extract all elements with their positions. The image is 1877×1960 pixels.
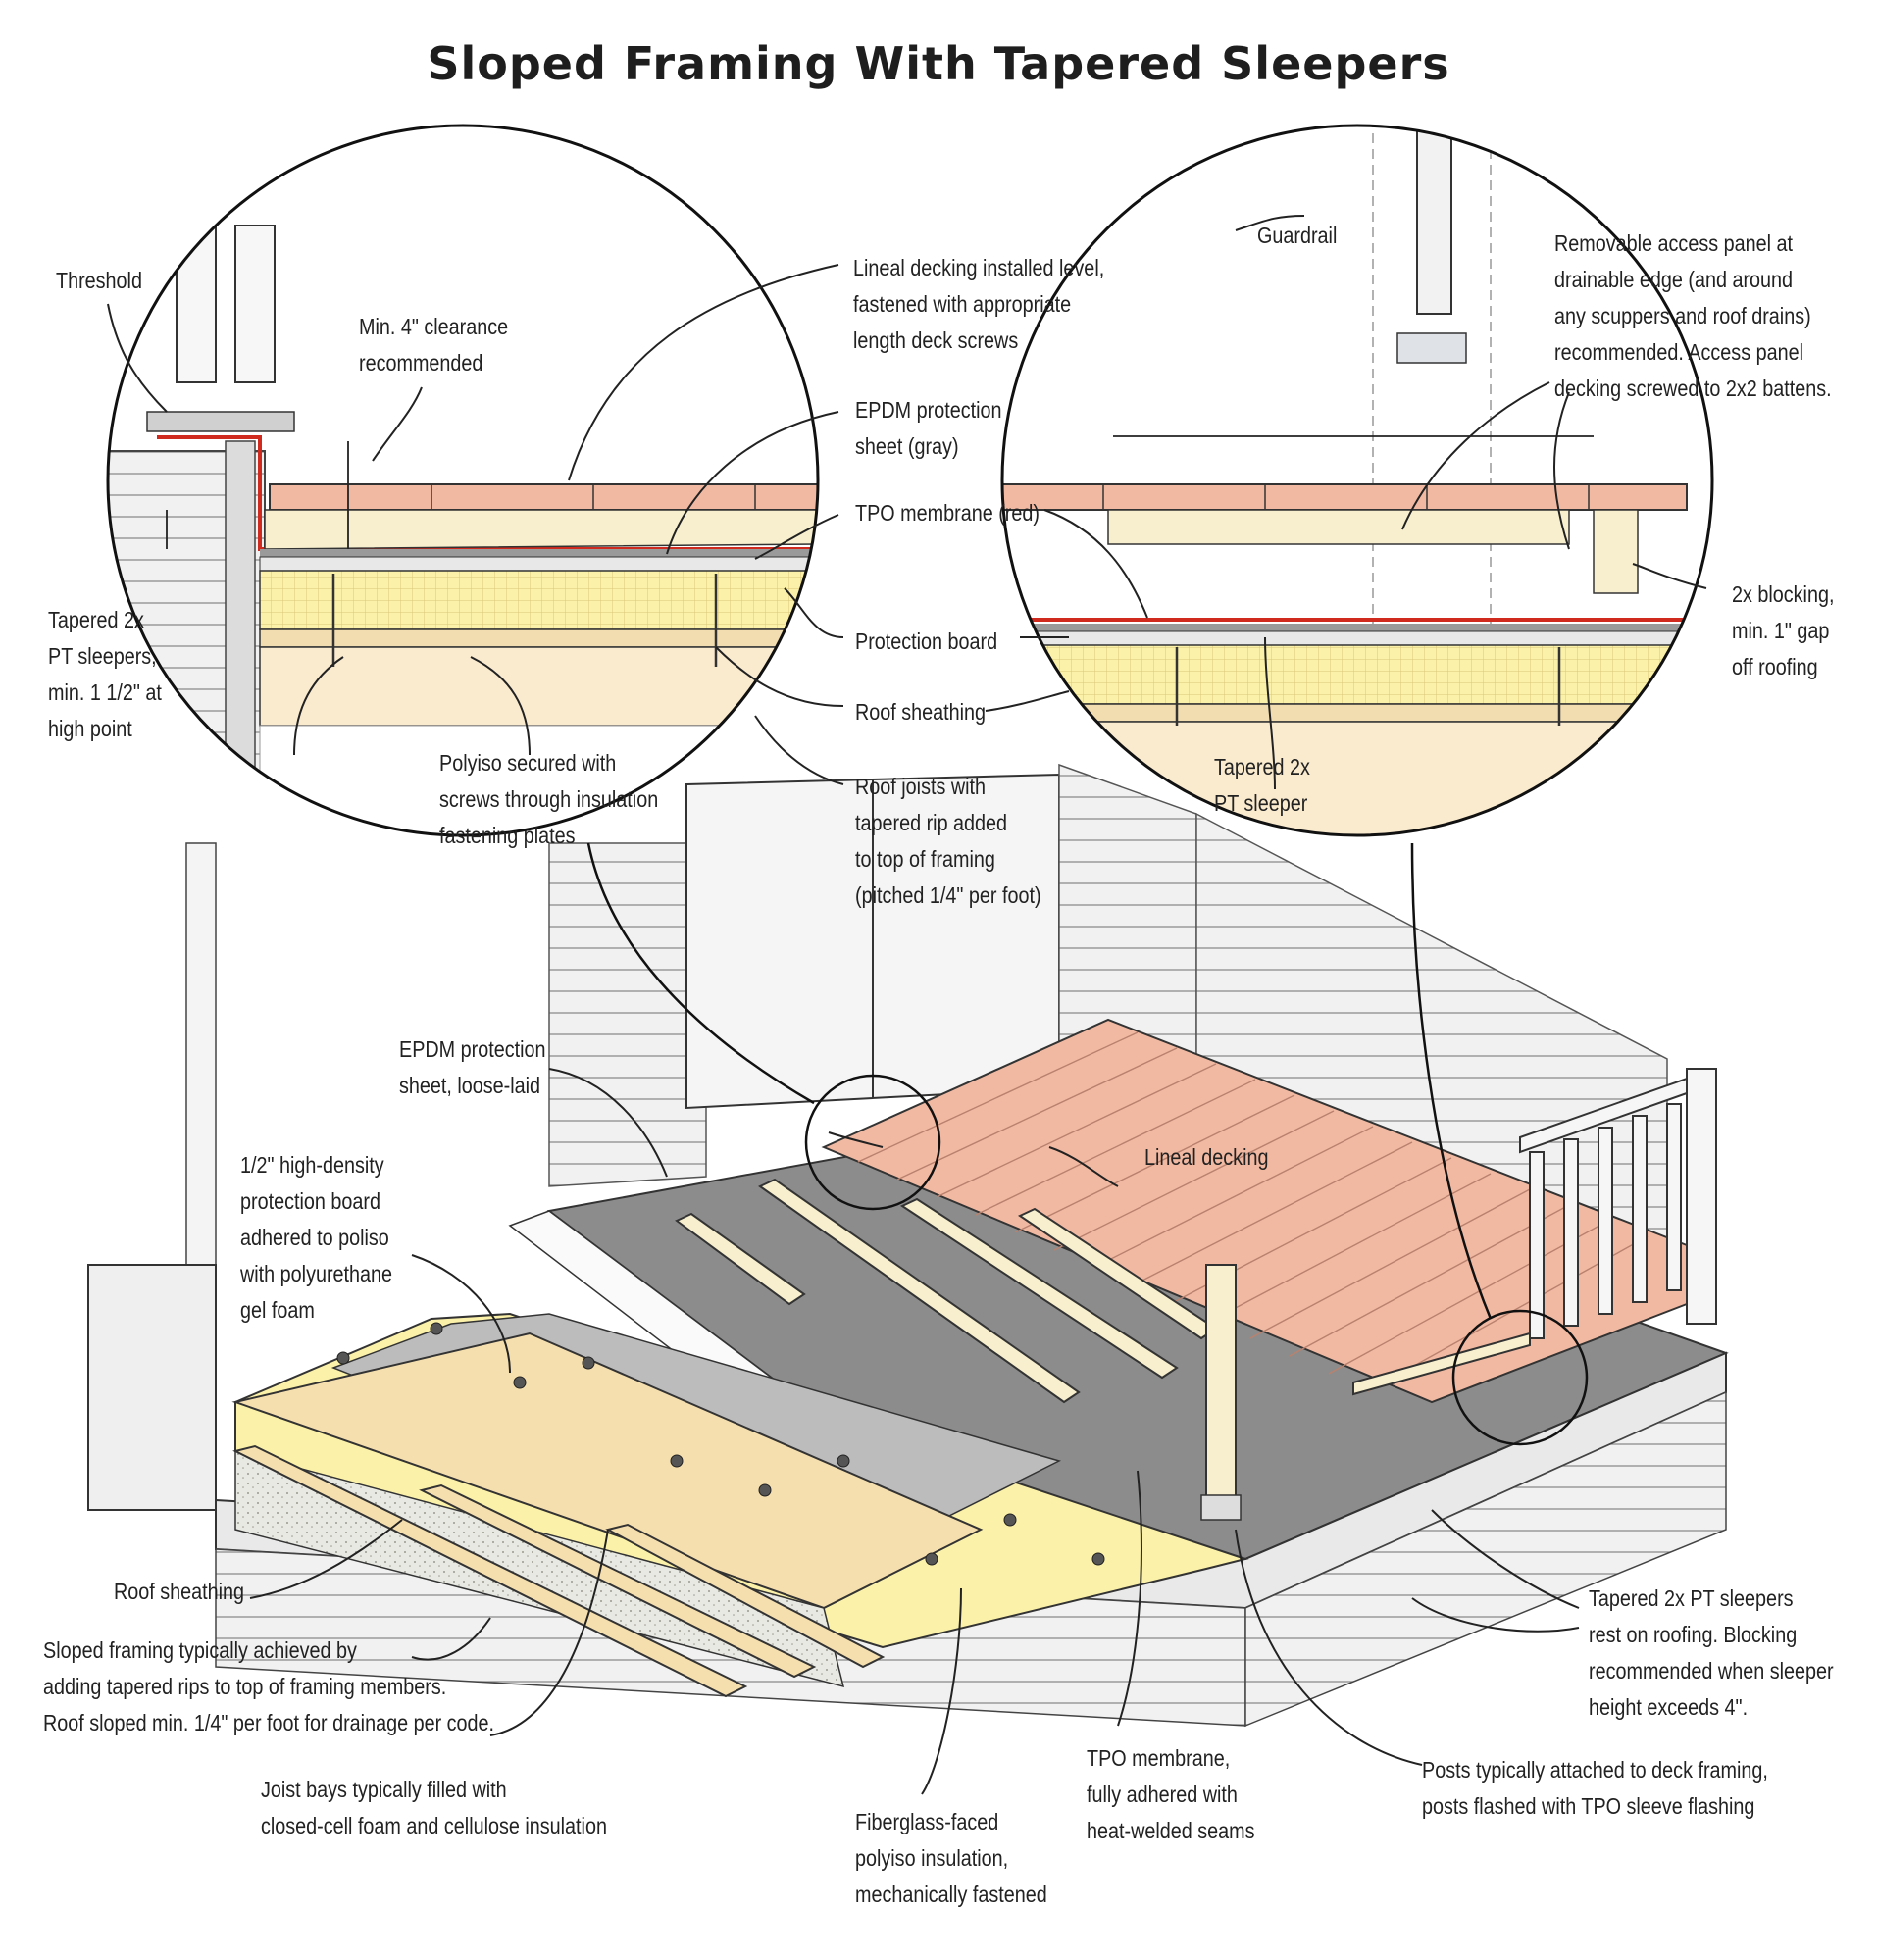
label-roof-sheathing-bottom: Roof sheathing (114, 1579, 245, 1604)
main-drawing (87, 763, 1729, 1728)
label-guardrail: Guardrail (1257, 223, 1338, 248)
label-protection-board: Protection board (855, 628, 998, 654)
page-title: Sloped Framing With Tapered Sleepers (427, 37, 1450, 90)
right-circle-outline (1000, 124, 1714, 837)
label-lineal-level: Lineal decking installed level,fastened … (853, 255, 1105, 353)
label-roof-sheathing-top: Roof sheathing (855, 699, 987, 725)
label-posts: Posts typically attached to deck framing… (1422, 1757, 1768, 1819)
leader-lines (107, 215, 1707, 1795)
label-lineal-decking: Lineal decking (1144, 1144, 1269, 1170)
label-threshold: Threshold (56, 268, 142, 293)
left-circle-outline (106, 124, 820, 837)
right-detail-circle (1002, 126, 1712, 835)
label-tpo-red: TPO membrane (red) (855, 500, 1040, 526)
